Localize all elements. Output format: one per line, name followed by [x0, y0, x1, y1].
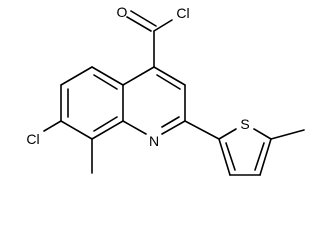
bond-c7-c8 — [60, 120, 93, 140]
bond-c5-c6 — [60, 66, 93, 86]
bond-c4-c3 — [153, 66, 186, 86]
atom-sulfur: S — [240, 116, 249, 132]
bond-c8-c8a-inner — [93, 116, 118, 132]
bond-th-c2-s — [218, 128, 237, 140]
bond-c4-c3-inner — [156, 74, 181, 90]
bond-carbonyl-cl — [153, 19, 173, 32]
bond-c7-cl — [43, 120, 62, 132]
bond-th-c3-c2 — [218, 138, 231, 176]
bond-c4a-c5 — [91, 66, 124, 86]
atom-nitrogen: N — [149, 133, 159, 149]
atom-chlorine-acyl: Cl — [176, 5, 189, 21]
bond-th-c3-c2-inner — [225, 142, 236, 171]
bond-th-c5-c4 — [259, 138, 272, 176]
bond-th-c5-c4-inner — [254, 142, 265, 171]
bond-n-c8a — [122, 120, 147, 135]
bond-c2-n — [161, 120, 186, 135]
bond-c4a-c5-inner — [93, 74, 118, 90]
bond-c4-c4a — [122, 66, 155, 86]
atom-label-layer: O Cl N Cl S — [26, 4, 249, 149]
atom-chlorine-ring: Cl — [26, 131, 39, 147]
bond-c2-n-inner — [161, 116, 180, 128]
molecule-structure: O Cl N Cl S — [26, 4, 305, 176]
atom-oxygen: O — [117, 4, 128, 20]
bond-carbonyl-o-second — [130, 10, 157, 27]
bond-th-c5-methyl — [270, 129, 305, 140]
bond-c8-c8a — [91, 120, 124, 140]
bond-carbonyl-o — [126, 16, 152, 32]
bond-layer — [43, 10, 305, 176]
bond-c2-thiophene — [184, 120, 220, 140]
bond-s-th-c5 — [253, 128, 272, 140]
